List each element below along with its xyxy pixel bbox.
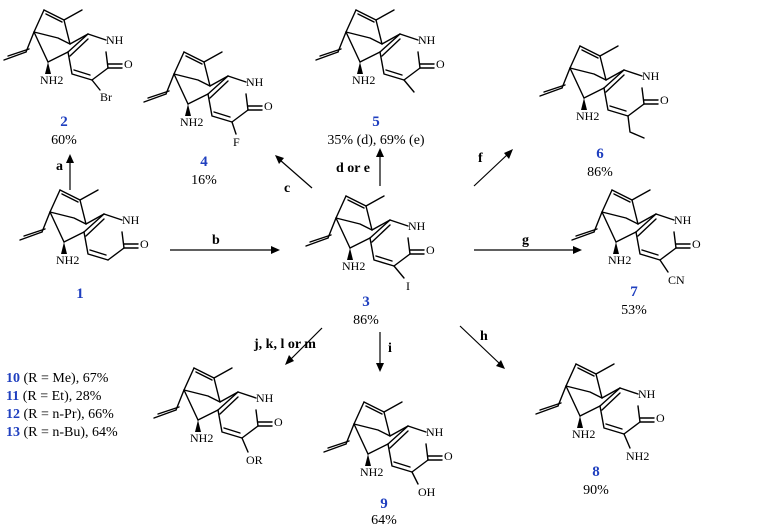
yields: 60% 16% 35% (d), 69% (e) 86% 86% 53% 90%… xyxy=(51,133,647,526)
amine-label-3: NH2 xyxy=(342,259,365,273)
compound-6 xyxy=(539,45,659,117)
nh-label-2: NH xyxy=(106,33,124,47)
atom-labels: NH NH NH NH NH NH NH NH NH NH O O O O O … xyxy=(40,33,701,499)
r-list-item-13: 13 (R = n-Bu), 64% xyxy=(6,425,118,440)
r-group-list: 10 (R = Me), 67% 11 (R = Et), 28% 12 (R … xyxy=(6,371,118,440)
substituent-4: F xyxy=(233,135,240,149)
o-label-6: O xyxy=(660,93,669,107)
o-label-10: O xyxy=(274,415,283,429)
yield-8: 90% xyxy=(583,483,609,498)
nh-label-10: NH xyxy=(256,391,274,405)
o-label-9: O xyxy=(444,449,453,463)
compound-number-4: 4 xyxy=(200,154,208,170)
compound-9 xyxy=(323,401,443,473)
reagent-j-k-l-m: j, k, l or m xyxy=(253,337,316,352)
nh-label-6: NH xyxy=(642,69,660,83)
amine-label-2: NH2 xyxy=(40,73,63,87)
arrow-g-head xyxy=(573,246,582,254)
compound-10-13 xyxy=(153,367,273,439)
arrow-de-head xyxy=(376,148,384,157)
arrow-c-head xyxy=(275,155,284,164)
reagent-b: b xyxy=(212,233,220,248)
nh-label-5: NH xyxy=(418,33,436,47)
yield-4: 16% xyxy=(191,173,217,188)
nh-label-1: NH xyxy=(122,213,140,227)
nh-label-9: NH xyxy=(426,425,444,439)
reagent-i: i xyxy=(388,341,392,356)
yield-7: 53% xyxy=(621,303,647,318)
arrow-f-head xyxy=(504,149,513,159)
amine-label-5: NH2 xyxy=(352,73,375,87)
amine-label-10: NH2 xyxy=(190,431,213,445)
yield-3: 86% xyxy=(353,313,379,328)
o-label-8: O xyxy=(656,411,665,425)
reagent-d-or-e: d or e xyxy=(336,161,370,176)
arrow-jklm-head xyxy=(285,355,294,365)
nh-label-8: NH xyxy=(638,387,656,401)
yield-6: 86% xyxy=(587,165,613,180)
amine-label-9: NH2 xyxy=(360,465,383,479)
reagent-g: g xyxy=(522,233,529,248)
compound-number-9: 9 xyxy=(380,496,388,512)
substituent-8: NH2 xyxy=(626,449,649,463)
compound-number-1: 1 xyxy=(76,286,84,302)
compound-3 xyxy=(305,195,425,267)
compound-5 xyxy=(315,9,435,81)
o-label-5: O xyxy=(436,57,445,71)
arrow-b-head xyxy=(271,246,280,254)
substituent-7: CN xyxy=(668,273,685,287)
reagent-h: h xyxy=(480,329,488,344)
compound-8 xyxy=(535,363,655,435)
arrow-c xyxy=(279,159,313,189)
amine-label-8: NH2 xyxy=(572,427,595,441)
reagent-c: c xyxy=(284,181,290,196)
compound-4 xyxy=(143,51,263,123)
nh-label-4: NH xyxy=(246,75,264,89)
r-list-item-10: 10 (R = Me), 67% xyxy=(6,371,109,386)
o-label-2: O xyxy=(124,57,133,71)
reagent-labels: a b c d or e f g h i j, k, l or m xyxy=(56,151,529,356)
reagent-a: a xyxy=(56,159,63,174)
compound-number-2: 2 xyxy=(60,114,68,130)
arrow-a-head xyxy=(66,154,74,163)
o-label-7: O xyxy=(692,237,701,251)
compound-1 xyxy=(19,189,139,261)
substituent-3: I xyxy=(406,279,410,293)
compound-number-7: 7 xyxy=(630,284,638,300)
compound-number-6: 6 xyxy=(596,146,604,162)
arrow-i-head xyxy=(376,363,384,372)
arrow-h xyxy=(459,325,501,365)
amine-label-6: NH2 xyxy=(576,109,599,123)
arrow-h-head xyxy=(496,360,505,369)
o-label-1: O xyxy=(140,237,149,251)
r-list-item-11: 11 (R = Et), 28% xyxy=(6,389,102,404)
yield-9: 64% xyxy=(371,513,397,526)
compound-numbers: 2 4 5 6 1 3 7 8 9 xyxy=(60,114,638,512)
substituent-10: OR xyxy=(246,453,263,467)
amine-label-7: NH2 xyxy=(608,253,631,267)
o-label-4: O xyxy=(264,99,273,113)
yield-2: 60% xyxy=(51,133,77,148)
amine-label-4: NH2 xyxy=(180,115,203,129)
o-label-3: O xyxy=(426,243,435,257)
amine-label-1: NH2 xyxy=(56,253,79,267)
substituent-2: Br xyxy=(100,90,112,104)
compound-number-5: 5 xyxy=(372,114,380,130)
r-list-item-12: 12 (R = n-Pr), 66% xyxy=(6,407,114,422)
reaction-arrows xyxy=(66,148,582,372)
yield-5: 35% (d), 69% (e) xyxy=(327,133,425,148)
compound-number-8: 8 xyxy=(592,464,600,480)
arrow-f xyxy=(473,153,509,187)
substituent-bonds xyxy=(91,79,669,485)
compound-7 xyxy=(571,189,691,261)
compound-2 xyxy=(3,9,123,81)
reagent-f: f xyxy=(478,151,483,166)
nh-label-7: NH xyxy=(674,213,692,227)
arrow-jklm xyxy=(289,327,323,361)
nh-label-3: NH xyxy=(408,219,426,233)
substituent-9: OH xyxy=(418,485,436,499)
compound-number-3: 3 xyxy=(362,294,370,310)
